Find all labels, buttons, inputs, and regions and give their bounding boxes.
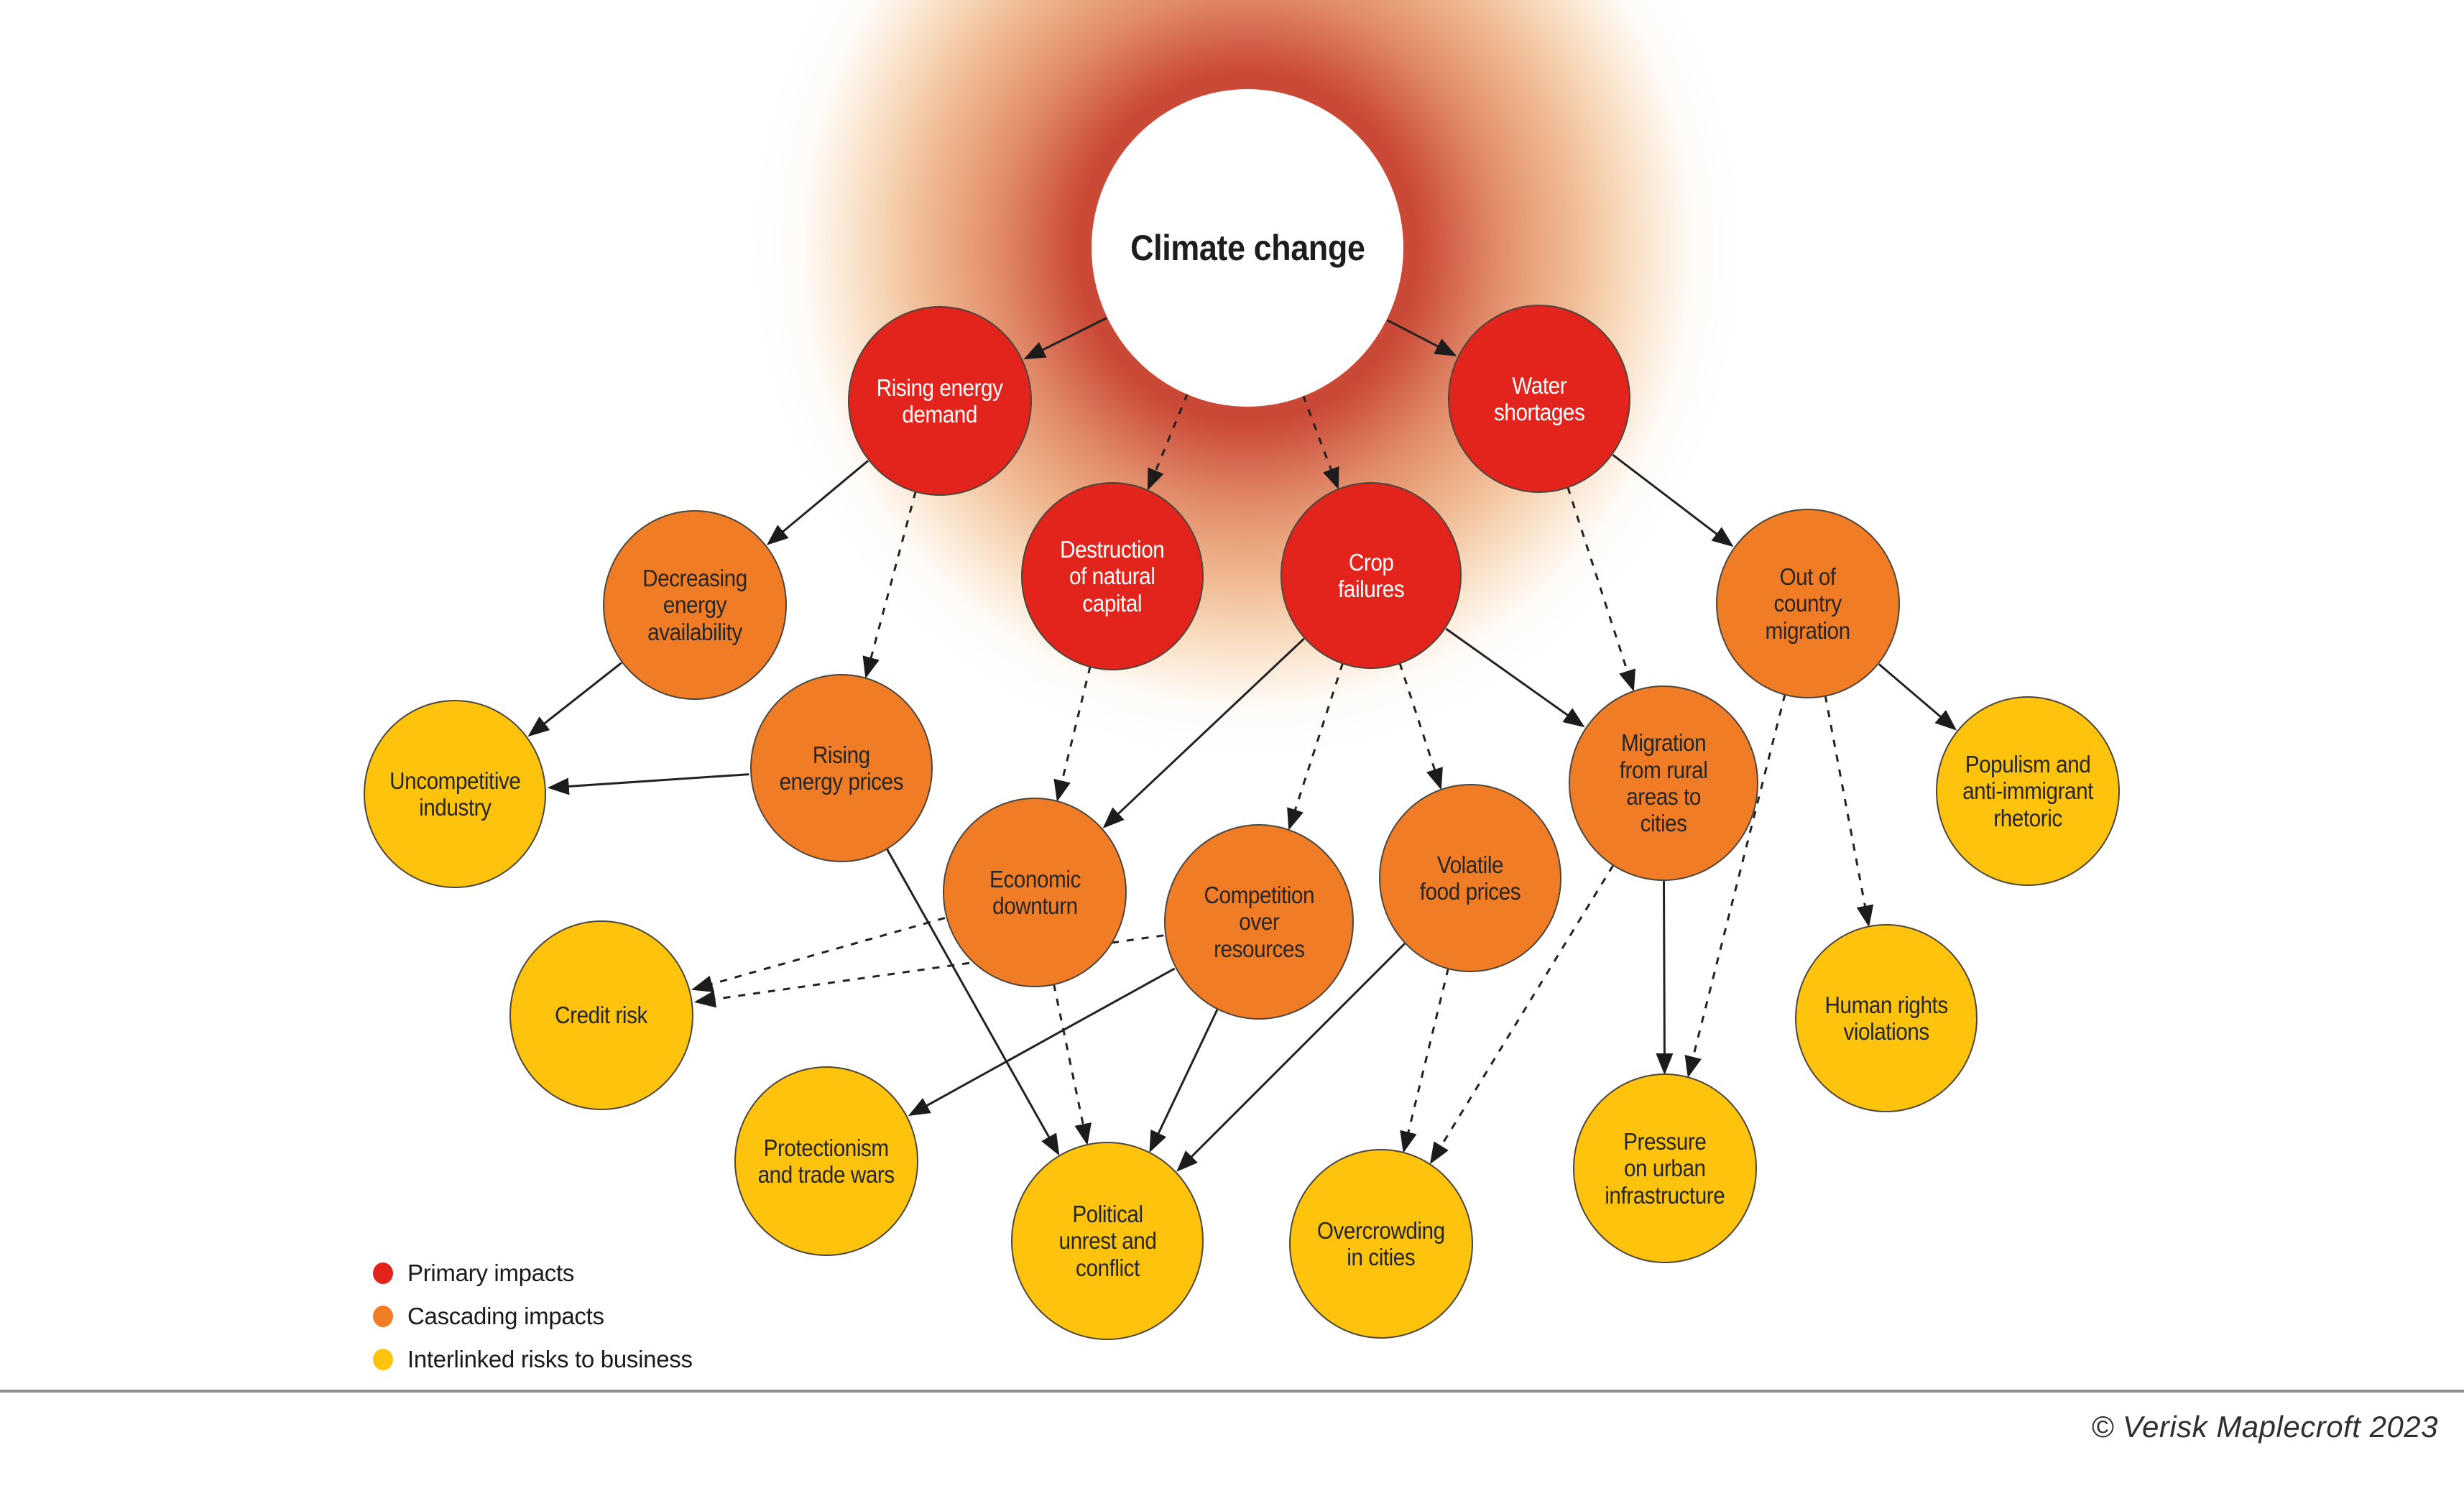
- legend-item-primary: Primary impacts: [373, 1259, 693, 1288]
- edge-volatile-food-prices--overcrowding-cities: [1400, 967, 1449, 1153]
- legend-dot-cascading: [373, 1306, 393, 1327]
- edge-water-shortages--out-of-country-migration: [1612, 454, 1734, 548]
- edge-rising-energy-prices--political-unrest-conflict: [885, 848, 1060, 1156]
- edge-competition-over-resources--protectionism-trade-wars: [908, 967, 1176, 1117]
- legend-item-interlinked: Interlinked risks to business: [373, 1345, 693, 1374]
- legend-item-cascading: Cascading impacts: [373, 1302, 693, 1331]
- footer-divider: [0, 1390, 2464, 1393]
- edge-economic-downturn--political-unrest-conflict: [1053, 983, 1092, 1145]
- edge-climate-change--destruction-natural-capital: [1148, 392, 1189, 491]
- legend-dot-primary: [373, 1262, 393, 1284]
- edge-crop-failures--migration-rural-cities: [1445, 627, 1585, 728]
- edge-crop-failures--competition-over-resources: [1287, 662, 1344, 831]
- edge-out-of-country-migration--pressure-urban-infrastructure: [1684, 693, 1786, 1078]
- edge-crop-failures--economic-downturn: [1102, 637, 1305, 828]
- edge-volatile-food-prices--political-unrest-conflict: [1176, 943, 1406, 1172]
- edge-rising-energy-demand--rising-energy-prices: [862, 491, 917, 679]
- edge-crop-failures--volatile-food-prices: [1398, 662, 1443, 790]
- legend-dot-interlinked: [373, 1349, 393, 1370]
- edge-rising-energy-demand--decreasing-energy-availability: [766, 460, 869, 545]
- edge-decreasing-energy-availability--uncompetitive-industry: [527, 662, 622, 737]
- legend-label: Interlinked risks to business: [407, 1346, 693, 1372]
- edge-climate-change--water-shortages: [1386, 319, 1457, 356]
- edge-economic-downturn--credit-risk: [691, 917, 946, 992]
- edge-migration-rural-cities--pressure-urban-infrastructure: [1656, 879, 1674, 1075]
- edge-climate-change--rising-energy-demand: [1023, 317, 1107, 360]
- edge-competition-over-resources--political-unrest-conflict: [1149, 1008, 1219, 1153]
- legend-label: Primary impacts: [407, 1260, 575, 1286]
- legend-label: Cascading impacts: [407, 1303, 604, 1329]
- edge-out-of-country-migration--human-rights-violations: [1824, 695, 1874, 928]
- footer-copyright: © Verisk Maplecroft 2023: [2091, 1410, 2438, 1444]
- edge-migration-rural-cities--overcrowding-cities: [1429, 864, 1615, 1165]
- edge-destruction-natural-capital--economic-downturn: [1053, 665, 1092, 802]
- edge-water-shortages--migration-rural-cities: [1566, 486, 1635, 692]
- edge-competition-over-resources--credit-risk: [693, 934, 1164, 1008]
- edge-climate-change--crop-failures: [1301, 394, 1339, 490]
- edge-out-of-country-migration--populism-anti-immigrant: [1878, 663, 1957, 731]
- edge-rising-energy-prices--uncompetitive-industry: [547, 773, 749, 795]
